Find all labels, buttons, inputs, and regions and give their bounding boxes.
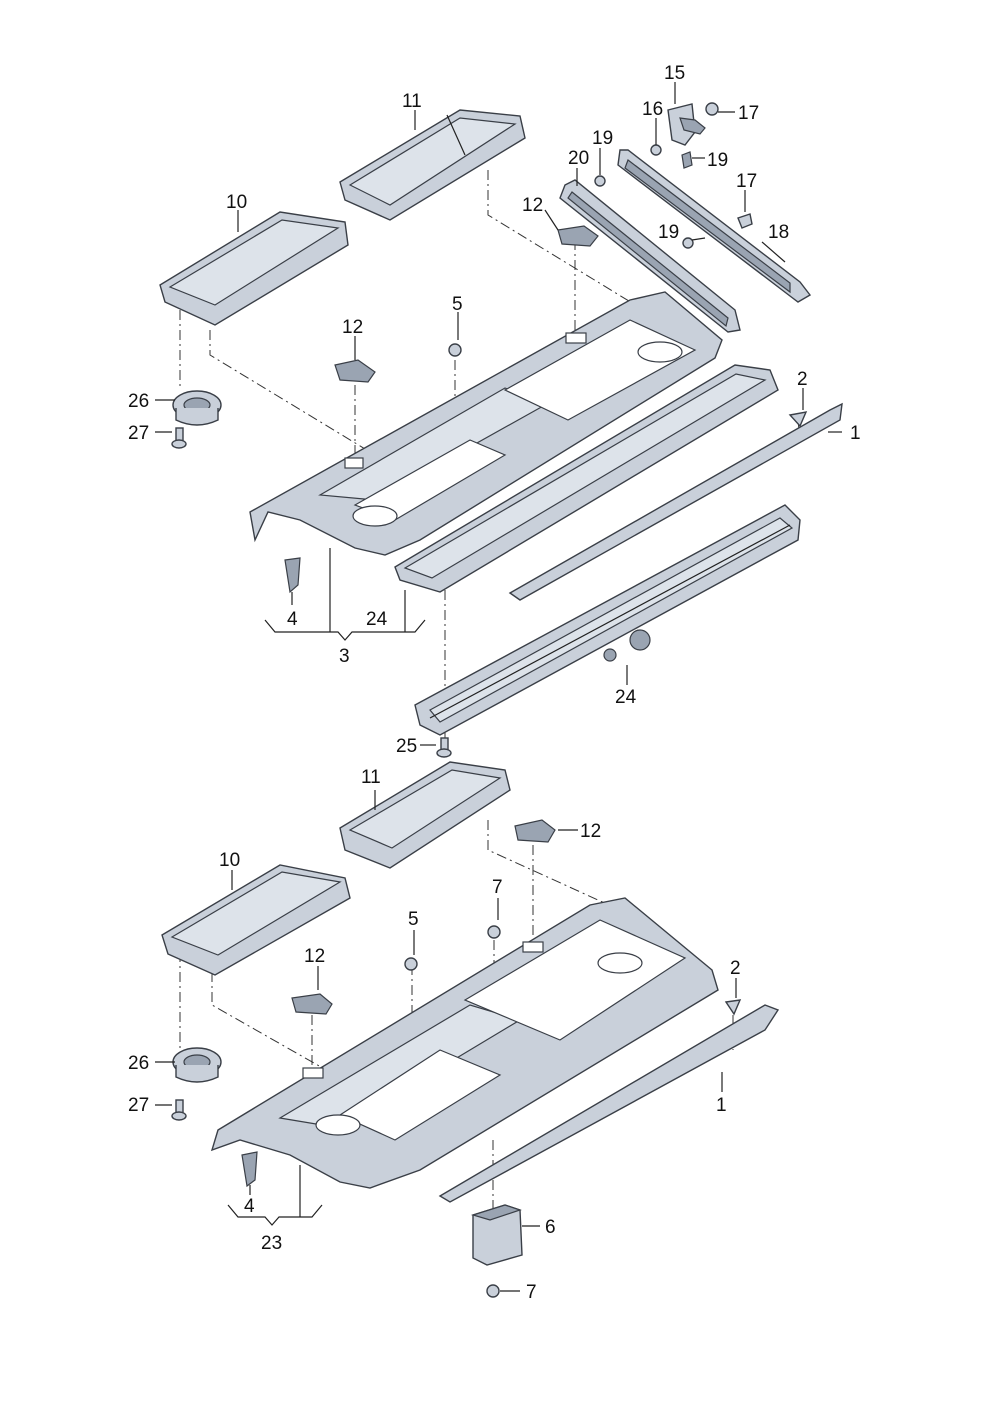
- callout-26: 26: [128, 391, 149, 412]
- callout-11: 11: [402, 91, 422, 112]
- strip-1-upper: [508, 402, 843, 601]
- speaker-26-lower: [172, 1047, 222, 1083]
- callout-1: 1: [850, 423, 861, 444]
- group-bracket-23: [227, 1165, 323, 1226]
- leaders-lower: [155, 790, 737, 1292]
- screw-5-upper: [448, 343, 462, 357]
- callout-7: 7: [492, 877, 503, 898]
- clip-2-upper: [788, 411, 808, 428]
- callout-17: 17: [738, 103, 759, 124]
- callout-17: 17: [736, 171, 757, 192]
- callout-4: 4: [244, 1196, 255, 1217]
- callout-26: 26: [128, 1053, 149, 1074]
- callout-5: 5: [408, 909, 419, 930]
- cap-12-upper-a: [334, 359, 376, 383]
- callout-18: 18: [768, 222, 789, 243]
- speaker-26-upper: [172, 390, 222, 426]
- screw-25: [436, 737, 452, 758]
- callout-23: 23: [261, 1233, 282, 1254]
- callout-19: 19: [707, 150, 728, 171]
- cap-12-lower-b: [291, 993, 333, 1015]
- callout-16: 16: [642, 99, 663, 120]
- callout-12: 12: [580, 821, 601, 842]
- callout-24: 24: [615, 687, 637, 708]
- cover-10-upper: [159, 211, 349, 326]
- clip-4-lower: [241, 1151, 258, 1188]
- fasteners-upper: [594, 102, 753, 249]
- callout-1: 1: [716, 1095, 727, 1116]
- screw-27-upper: [171, 427, 187, 449]
- callout-15: 15: [664, 63, 685, 84]
- callout-19: 19: [658, 222, 679, 243]
- callout-27: 27: [128, 1095, 149, 1116]
- parcel-shelf-23: [210, 897, 719, 1189]
- callout-6: 6: [545, 1217, 556, 1238]
- leaders-upper: [155, 82, 842, 746]
- screw-27-lower: [171, 1099, 187, 1121]
- callout-2: 2: [730, 958, 741, 979]
- clip-4-upper: [284, 557, 301, 594]
- callout-7: 7: [526, 1282, 537, 1303]
- bracket-15: [667, 103, 706, 146]
- callout-10: 10: [226, 192, 247, 213]
- callout-12: 12: [304, 946, 325, 967]
- callout-25: 25: [396, 736, 417, 757]
- callout-4: 4: [287, 609, 298, 630]
- callout-11: 11: [361, 767, 381, 788]
- cover-11-lower: [339, 761, 511, 869]
- rail-trim-20: [559, 179, 741, 333]
- callout-3: 3: [339, 646, 350, 667]
- blind-mechanism-24: [414, 504, 801, 736]
- callout-10: 10: [219, 850, 240, 871]
- rail-trim-18: [617, 149, 812, 303]
- callout-12: 12: [522, 195, 543, 216]
- parcel-shelf-3: [249, 291, 723, 556]
- screw-7-lower-b: [486, 1284, 500, 1298]
- screw-7-lower-a: [487, 925, 501, 939]
- group-bracket-3: [264, 548, 426, 641]
- callout-19: 19: [592, 128, 613, 149]
- screw-5-lower: [404, 957, 418, 971]
- cap-12-upper-b: [557, 225, 599, 247]
- callout-2: 2: [797, 369, 808, 390]
- cap-12-lower-a: [514, 819, 556, 843]
- callout-20: 20: [568, 148, 589, 169]
- cover-11-upper: [339, 109, 526, 221]
- clip-2-lower: [724, 999, 742, 1016]
- callout-12: 12: [342, 317, 363, 338]
- callout-labels: 15 16 17 19 19 20 17 18 19 11 10 12 12 5…: [128, 63, 861, 1303]
- strip-1-lower: [438, 1004, 780, 1203]
- cover-10-lower: [161, 864, 351, 976]
- bracket-6: [470, 1204, 523, 1266]
- callout-24: 24: [366, 609, 388, 630]
- callout-27: 27: [128, 423, 149, 444]
- callout-5: 5: [452, 294, 463, 315]
- blind-cover-24: [394, 364, 779, 593]
